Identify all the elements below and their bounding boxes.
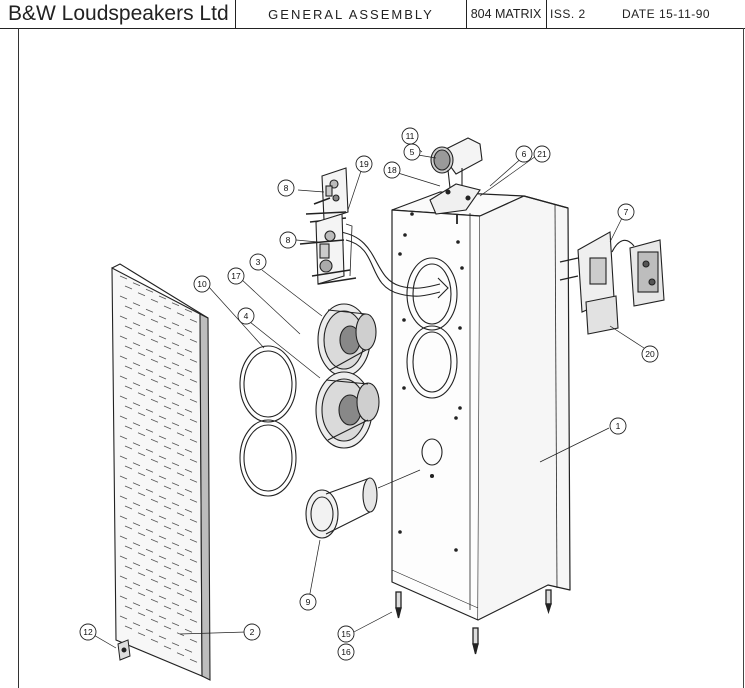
cabinet-screw-holes [398,212,464,552]
drawing-title: GENERAL ASSEMBLY [236,0,467,28]
grille-mesh [119,275,198,663]
callout-7: 7 [617,203,635,221]
crossover-upper [305,167,349,223]
callout-8-upper: 8 [277,179,295,197]
cabinet-spikes [395,589,552,655]
grille-peg [117,639,131,661]
issue-number: ISS. 2 [550,7,586,21]
callout-2: 2 [243,623,261,641]
callout-12: 12 [79,623,97,641]
callout-markers: 1 2 3 4 5 6 7 8 8 9 10 11 12 15 16 17 18… [79,127,659,661]
callout-16-label: 16 [341,647,351,657]
callout-5: 5 [403,143,421,161]
callout-5-label: 5 [410,147,415,157]
tweeter-pod [429,137,483,224]
cabinet [391,191,571,621]
callout-10: 10 [193,275,211,293]
reflex-port [305,469,421,539]
callout-8-lower: 8 [279,231,297,249]
callout-6: 6 [515,145,533,163]
callout-15-label: 15 [341,629,351,639]
callout-18: 18 [383,161,401,179]
frame-left-border [18,28,19,688]
callout-1: 1 [609,417,627,435]
callout-9: 9 [299,593,317,611]
frame-right-border [743,28,744,688]
callout-18-label: 18 [387,165,397,175]
crossover-lower [299,213,357,285]
callout-21-label: 21 [537,149,547,159]
midrange-driver [317,303,377,377]
callout-21: 21 [533,145,551,163]
callout-10-label: 10 [197,279,207,289]
callout-8-upper-label: 8 [284,183,289,193]
callout-19: 19 [355,155,373,173]
callout-20-label: 20 [645,349,655,359]
callout-6-label: 6 [522,149,527,159]
assembly-arrow-to-cabinet [339,231,449,299]
drawing-date: DATE 15-11-90 [622,7,711,21]
callout-17-label: 17 [231,271,241,281]
callout-16: 16 [337,643,355,661]
title-block: B&W Loudspeakers Ltd GENERAL ASSEMBLY 80… [0,0,745,29]
callout-17: 17 [227,267,245,285]
leader-lines [91,142,645,649]
callout-2-label: 2 [250,627,255,637]
callout-11-label: 11 [406,131,415,141]
callout-7-label: 7 [624,207,629,217]
terminal-panel [559,231,665,335]
callout-12-label: 12 [83,627,93,637]
callout-3: 3 [249,253,267,271]
callout-15: 15 [337,625,355,643]
callout-20: 20 [641,345,659,363]
bass-driver [315,371,380,449]
callout-4: 4 [237,307,255,325]
callout-4-label: 4 [244,311,249,321]
callout-1-label: 1 [616,421,621,431]
callout-8-lower-label: 8 [286,235,291,245]
gasket-rings [239,345,297,497]
callout-11: 11 [401,127,419,145]
model-number: 804 MATRIX [466,0,547,28]
cabinet-driver-openings [406,257,458,479]
callout-3-label: 3 [256,257,261,267]
callout-19-label: 19 [359,159,369,169]
callout-9-label: 9 [306,597,311,607]
company-name: B&W Loudspeakers Ltd [0,0,236,28]
